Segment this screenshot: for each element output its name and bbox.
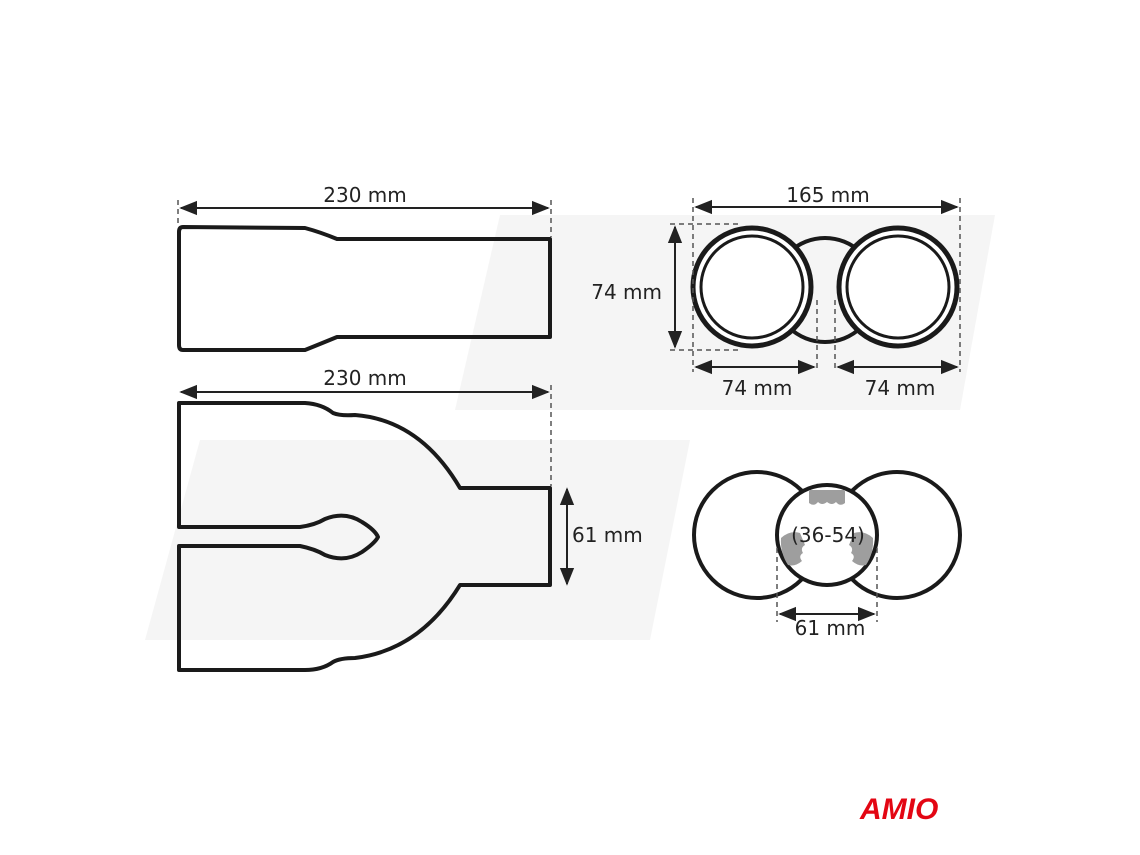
clamp-range-label: (36-54) — [791, 523, 865, 547]
front-right-pipe-label: 74 mm — [865, 376, 936, 400]
rear-inlet-label: 61 mm — [795, 616, 866, 640]
top-view — [177, 401, 552, 672]
front-height-label: 74 mm — [591, 280, 662, 304]
front-width-label: 165 mm — [786, 183, 870, 207]
front-view — [690, 225, 960, 349]
rear-view: (36-54) 61 mm — [692, 470, 962, 640]
side-length-label: 230 mm — [323, 183, 407, 207]
top-inlet-label: 61 mm — [572, 523, 643, 547]
top-dimension: 230 mm 61 mm — [179, 366, 643, 586]
front-left-pipe-label: 74 mm — [722, 376, 793, 400]
clamp-jaw-left — [780, 532, 805, 566]
side-view — [177, 225, 552, 352]
side-dimension: 230 mm — [177, 183, 552, 237]
clamp-jaw-right — [849, 532, 874, 566]
top-view-outline — [177, 401, 552, 672]
amio-logo: AMIO — [859, 793, 938, 826]
side-view-outline — [177, 225, 552, 352]
top-length-label: 230 mm — [323, 366, 407, 390]
clamp-jaw-top — [809, 490, 845, 505]
